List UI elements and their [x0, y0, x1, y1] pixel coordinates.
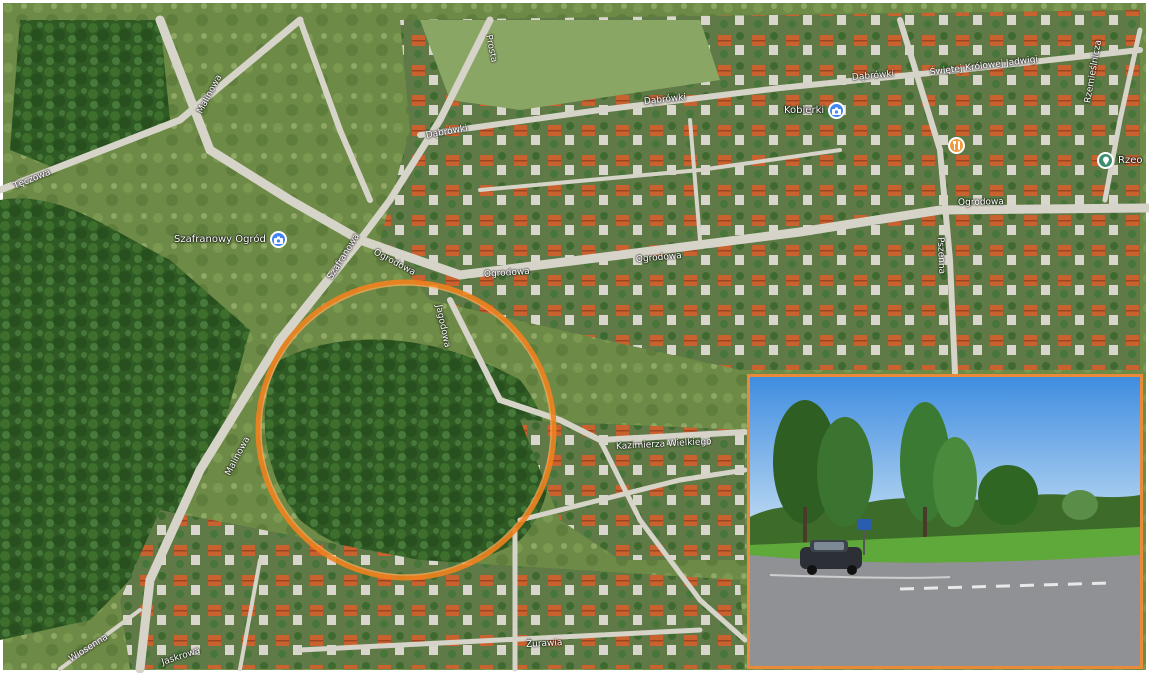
- camera-icon: [828, 102, 846, 119]
- poi-rzeo[interactable]: Rzeo: [1097, 152, 1142, 169]
- road-label-ogrodowa-4: Ogrodowa: [957, 197, 1004, 208]
- street-photo: [750, 377, 1140, 666]
- road-surface: [750, 555, 1140, 666]
- car: [800, 540, 862, 575]
- open-field: [420, 20, 720, 110]
- poi-szafranowy-ogrod[interactable]: Szafranowy Ogród: [174, 231, 287, 248]
- tree: [1062, 490, 1098, 520]
- forest-area-west: [0, 198, 250, 640]
- food-icon: [948, 137, 965, 154]
- road-sign: [857, 519, 871, 530]
- pin-icon: [1097, 152, 1114, 169]
- poi-label: Rzeo: [1118, 155, 1143, 166]
- poi-label: Kobierki: [784, 105, 825, 116]
- road-label-pszenna: Pszenna: [935, 236, 947, 275]
- residential-area-south: [120, 510, 745, 669]
- forest-area-northwest: [10, 20, 170, 170]
- poi-label: Szafranowy Ogród: [174, 234, 266, 245]
- forest-area-center: [264, 339, 550, 565]
- poi-kobierki[interactable]: Kobierki: [784, 102, 846, 119]
- lane-marking: [899, 581, 1111, 591]
- tree: [978, 465, 1038, 525]
- highlight-circle: [255, 279, 557, 581]
- tree: [933, 437, 977, 527]
- road-label-zurawia: Żurawia: [525, 638, 563, 650]
- tree: [817, 417, 873, 527]
- street-view-inset: [747, 374, 1143, 669]
- poi-restaurant[interactable]: [948, 137, 965, 154]
- camera-icon: [269, 231, 287, 248]
- road-network: [0, 15, 1149, 673]
